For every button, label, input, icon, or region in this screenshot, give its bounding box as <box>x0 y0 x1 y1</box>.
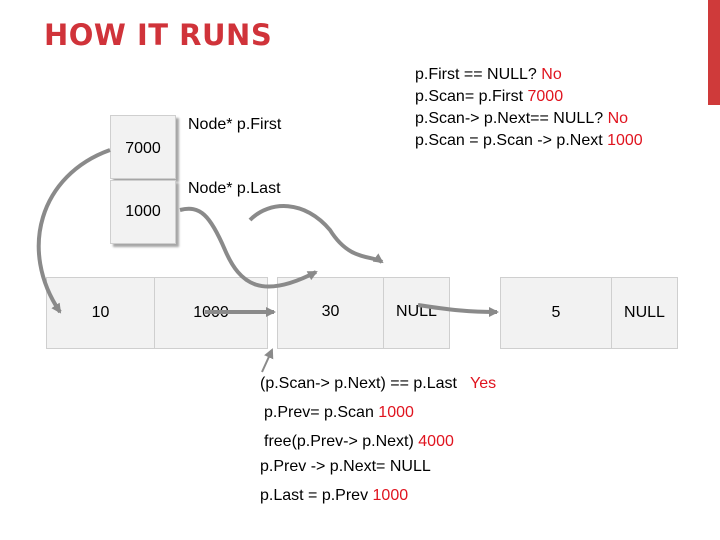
node3-next: NULL <box>611 277 678 349</box>
node1-data: 10 <box>46 277 155 349</box>
step-value: 4000 <box>418 433 454 450</box>
node3-next-value: NULL <box>624 304 665 321</box>
step-text: (p.Scan-> p.Next) == p.Last <box>260 375 471 392</box>
step-text: p.Last = p.Prev <box>260 487 373 504</box>
p-first-box: 7000 <box>110 115 176 179</box>
step-value: 1000 <box>372 487 409 504</box>
step-value: 1000 <box>378 404 414 421</box>
node3-data-value: 5 <box>551 304 561 321</box>
code-text: p.Scan= p.First <box>415 88 528 105</box>
code-line: p.Scan = p.Scan -> p.Next 1000 <box>415 130 643 152</box>
step-line: p.Prev= p.Scan 1000 <box>264 404 414 422</box>
node2-next: NULL <box>383 277 450 349</box>
step-text: free(p.Prev-> p.Next) <box>264 433 419 450</box>
code-line: p.Scan= p.First 7000 <box>415 86 643 108</box>
step-text: p.Prev -> p.Next= NULL <box>260 458 431 475</box>
p-last-label: Node* p.Last <box>188 180 281 197</box>
node2-data-value: 30 <box>321 303 340 320</box>
p-first-value: 7000 <box>125 140 161 157</box>
p-last-box: 1000 <box>110 180 176 244</box>
node2-data: 30 <box>277 277 384 349</box>
node1-data-value: 10 <box>91 304 110 321</box>
step-value: Yes <box>470 375 497 392</box>
node1-next-arrow <box>248 204 384 264</box>
code-value: No <box>607 110 629 127</box>
p-first-label: Node* p.First <box>188 116 282 133</box>
code-block: p.First == NULL? No p.Scan= p.First 7000… <box>415 64 643 152</box>
p-last-value: 1000 <box>125 203 161 220</box>
code-line: p.First == NULL? No <box>415 64 643 86</box>
step-line: p.Last = p.Prev 1000 <box>260 487 408 505</box>
code-value: No <box>541 66 562 83</box>
code-text: p.Scan = p.Scan -> p.Next <box>415 132 608 149</box>
code-value: 1000 <box>607 132 643 149</box>
p-first-arrow <box>36 148 111 314</box>
p-last-arrow <box>179 206 318 289</box>
step-line: free(p.Prev-> p.Next) 4000 <box>264 433 454 451</box>
code-line: p.Scan-> p.Next== NULL? No <box>415 108 643 130</box>
step-line: (p.Scan-> p.Next) == p.Last Yes <box>260 375 496 393</box>
node2-to-node3-arrow <box>417 303 499 317</box>
code-text: p.First == NULL? <box>415 66 542 83</box>
scan-pointer-arrow <box>261 348 274 373</box>
code-text: p.Scan-> p.Next== NULL? <box>415 110 608 127</box>
accent-bar <box>708 0 720 105</box>
step-line: p.Prev -> p.Next= NULL <box>260 458 431 476</box>
code-value: 7000 <box>527 88 564 105</box>
slide-title: HOW IT RUNS <box>44 18 273 52</box>
step-text: p.Prev= p.Scan <box>264 404 379 421</box>
